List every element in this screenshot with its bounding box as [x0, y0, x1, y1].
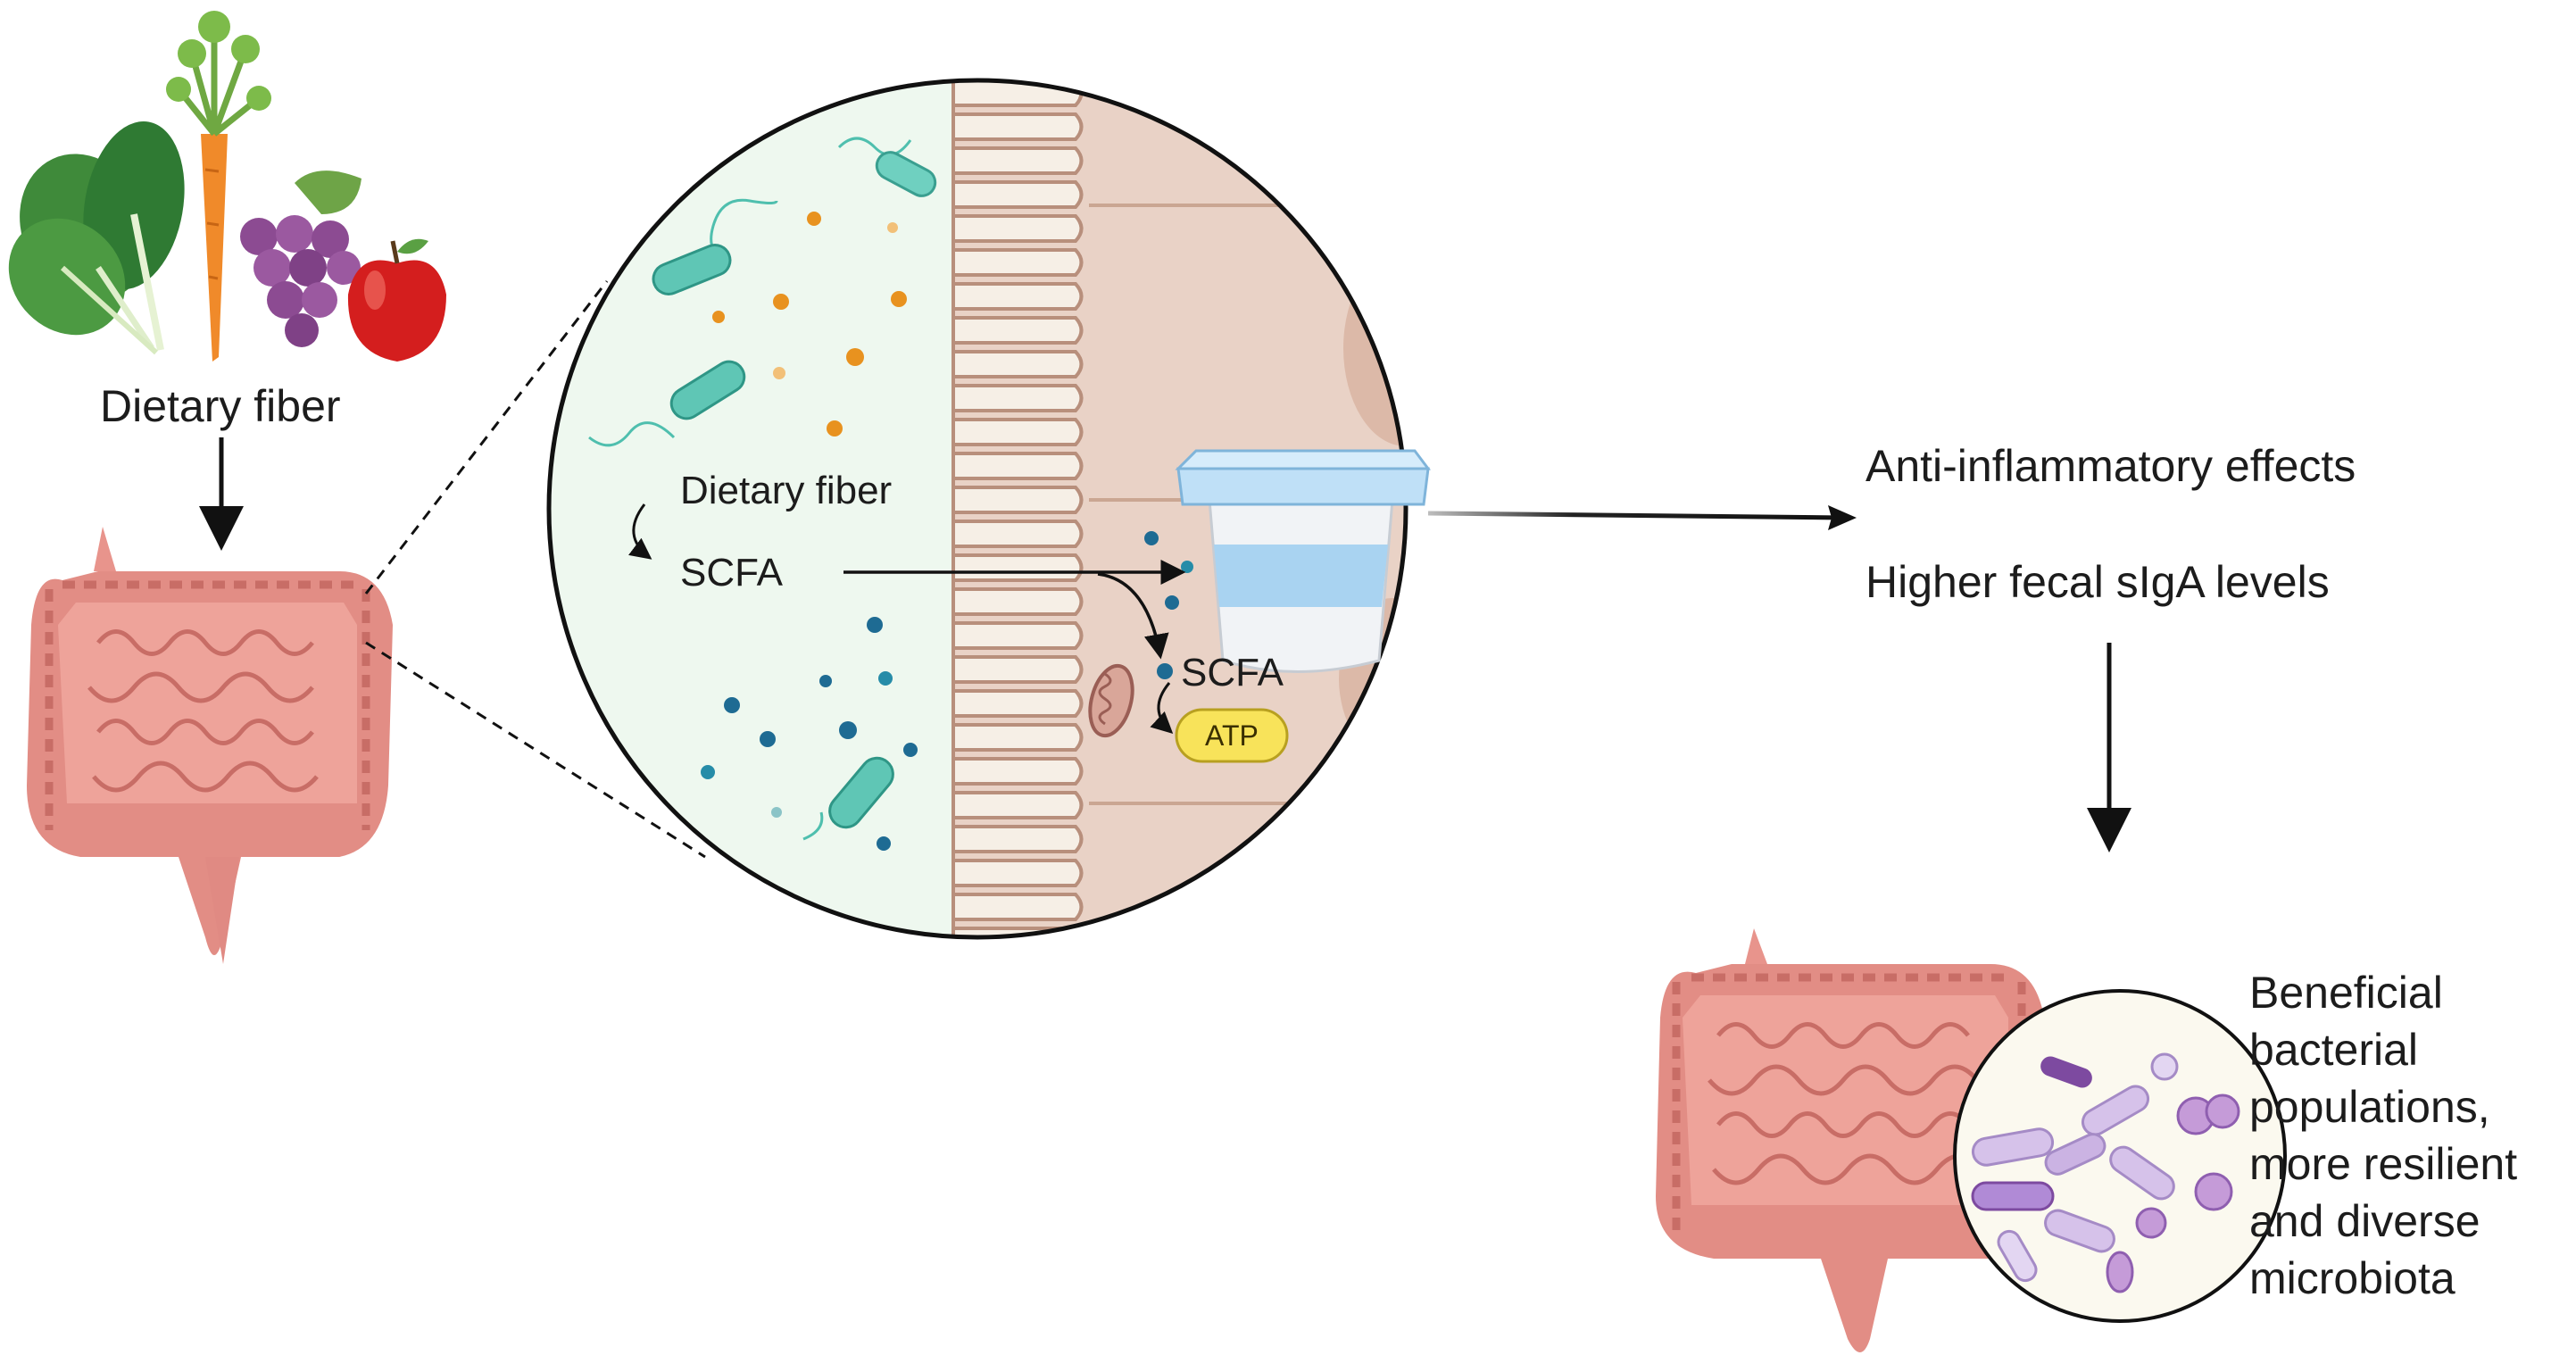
villus	[953, 791, 1084, 819]
intestine-icon	[27, 527, 393, 964]
villus	[953, 825, 1084, 853]
villus	[953, 893, 1084, 921]
inset-fiber-label: Dietary fiber	[680, 469, 893, 512]
siga-label: Higher fecal sIgA levels	[1866, 557, 2330, 607]
atp-badge	[1175, 708, 1289, 763]
villus	[953, 214, 1084, 243]
villus	[953, 553, 1084, 582]
microbiota-outcome-label: Beneficial bacterial populations, more r…	[2249, 968, 2518, 1303]
zoom-line-bottom	[365, 641, 706, 859]
cell-scfa-label: SCFA	[1181, 651, 1284, 694]
mitochondrion-icon	[1088, 663, 1134, 738]
inset-scfa-label: SCFA	[680, 551, 783, 595]
fiber-to-scfa-arrow	[628, 503, 652, 560]
grapes-icon	[240, 170, 361, 347]
villus	[953, 180, 1084, 209]
effects-arrow-line	[1427, 511, 1844, 520]
anti-inflammatory-label: Anti-inflammatory effects	[1866, 441, 2356, 491]
villus	[953, 418, 1084, 446]
villus	[953, 520, 1084, 548]
villus	[953, 282, 1084, 311]
atp-label: ATP	[1205, 719, 1259, 752]
villus	[953, 757, 1084, 786]
villus	[953, 146, 1084, 175]
villus	[953, 723, 1084, 752]
dietary-fiber-label: Dietary fiber	[100, 381, 341, 431]
villus	[953, 587, 1084, 616]
villus	[953, 112, 1084, 141]
scfa-to-atp-arrow	[1150, 682, 1174, 735]
effects-arrow-head	[1828, 505, 1857, 530]
zoom-line-top	[364, 280, 609, 595]
bacteria-icon	[802, 756, 894, 841]
scfa-to-cell-arrow	[1097, 572, 1169, 660]
villus	[953, 384, 1084, 412]
vegetables-group	[8, 11, 446, 362]
villus	[953, 655, 1084, 684]
intestine-icon	[1656, 928, 2044, 1352]
scfa-particles	[701, 531, 1243, 851]
villus	[953, 927, 1084, 937]
villus	[953, 350, 1084, 378]
villus	[953, 621, 1084, 650]
bacteria-icon	[588, 360, 746, 447]
villus	[953, 689, 1084, 718]
bacteria-icon	[652, 198, 778, 295]
apple-icon	[347, 238, 446, 362]
fiber-particles	[712, 212, 907, 437]
microbiota-magnifier-icon	[1953, 989, 2287, 1323]
villus	[953, 486, 1084, 514]
villus	[953, 248, 1084, 277]
yogurt-cup-icon	[1175, 449, 1431, 673]
carrot-icon	[166, 11, 271, 362]
villus	[953, 316, 1084, 345]
leafy-greens-icon	[8, 121, 185, 355]
villus	[953, 859, 1084, 887]
bacteria-icon	[837, 137, 937, 197]
villus	[953, 452, 1084, 480]
